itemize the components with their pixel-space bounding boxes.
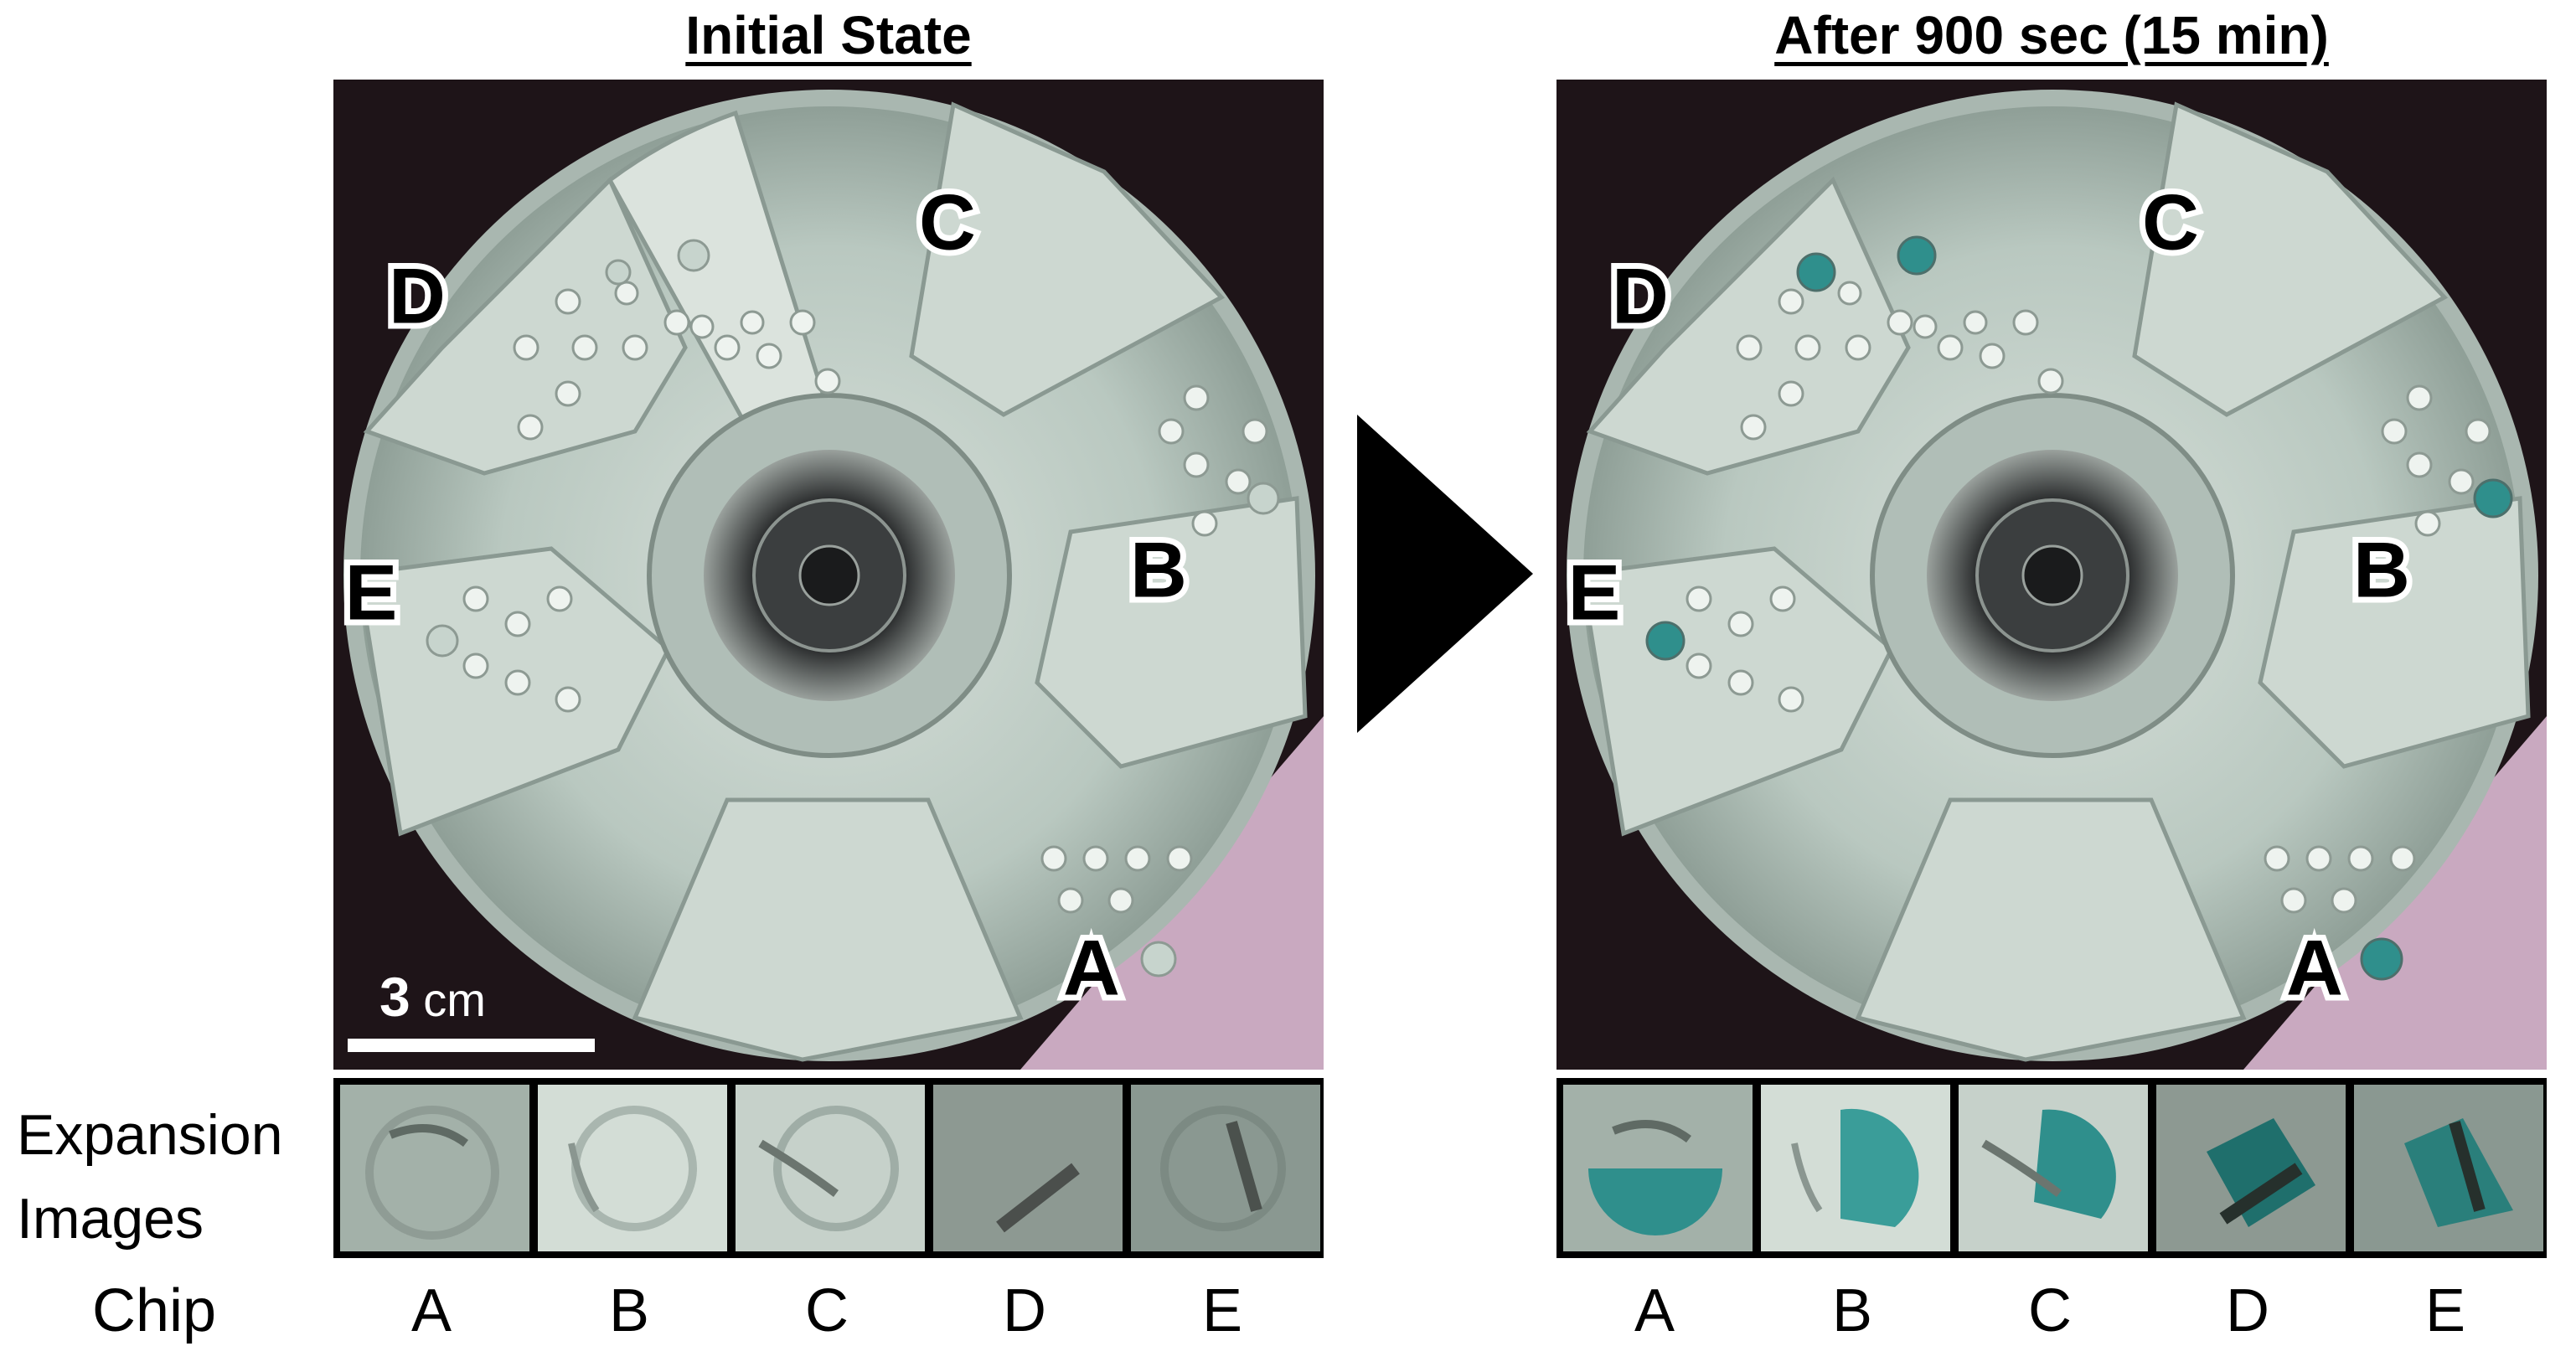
expansion-strip-initial <box>333 1078 1324 1258</box>
disc-photo-after: A B C D E <box>1556 80 2547 1070</box>
expansion-label-line1: Expansion <box>17 1103 283 1167</box>
scale-bar-unit: cm <box>423 973 486 1026</box>
scale-bar-label: 3 cm <box>379 967 486 1029</box>
expansion-images-label: Expansion Images <box>17 1093 283 1261</box>
disc-label-a: A <box>1063 924 1120 1012</box>
disc-label-c-after: C <box>2142 178 2199 266</box>
initial-state-title: Initial State <box>685 5 972 65</box>
chip-label-e-initial: E <box>1201 1277 1243 1344</box>
expansion-label-line2: Images <box>17 1187 204 1251</box>
expansion-tile-d-after <box>2156 1085 2346 1251</box>
expansion-tile-d-initial <box>933 1085 1123 1251</box>
chip-label-a-after: A <box>1634 1277 1675 1344</box>
expansion-tile-a-initial <box>340 1085 529 1251</box>
disc-label-e: E <box>345 549 398 637</box>
chip-label-d-after: D <box>2226 1277 2269 1344</box>
expansion-strip-after <box>1556 1078 2547 1258</box>
disc-illustration-after: A B C D E <box>1556 80 2547 1070</box>
chip-label-e-after: E <box>2424 1277 2466 1344</box>
chip-label-b-initial: B <box>608 1277 650 1344</box>
expansion-tile-b-after <box>1761 1085 1950 1251</box>
disc-illustration-initial: A B C D E <box>333 80 1324 1070</box>
chip-label-c-after: C <box>2028 1277 2072 1344</box>
disc-photo-initial: A B C D E <box>333 80 1324 1070</box>
chip-row-label: Chip <box>92 1277 217 1344</box>
disc-label-b-after: B <box>2353 526 2410 614</box>
chip-label-d-initial: D <box>1003 1277 1046 1344</box>
disc-label-a-after: A <box>2286 924 2343 1012</box>
disc-label-c: C <box>919 178 976 266</box>
after-900-sec-title: After 900 sec (15 min) <box>1774 5 2329 65</box>
expansion-tile-c-initial <box>736 1085 925 1251</box>
disc-label-d: D <box>389 252 446 340</box>
scale-bar <box>348 1039 595 1052</box>
expansion-tile-e-initial <box>1131 1085 1320 1251</box>
scale-bar-value: 3 <box>379 966 410 1028</box>
expansion-tile-c-after <box>1959 1085 2148 1251</box>
right-triangle-arrow-icon <box>1357 415 1533 733</box>
expansion-tile-e-after <box>2354 1085 2543 1251</box>
chip-label-a-initial: A <box>410 1277 452 1344</box>
chip-label-b-after: B <box>1831 1277 1873 1344</box>
disc-label-b: B <box>1130 526 1187 614</box>
chip-label-c-initial: C <box>805 1277 849 1344</box>
disc-label-d-after: D <box>1612 252 1669 340</box>
disc-label-e-after: E <box>1568 549 1621 637</box>
expansion-tile-a-after <box>1563 1085 1753 1251</box>
expansion-tile-b-initial <box>538 1085 727 1251</box>
